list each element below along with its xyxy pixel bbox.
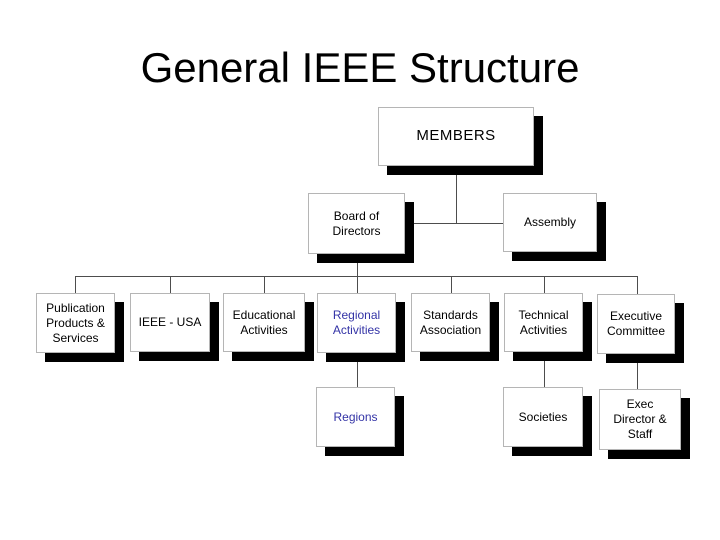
org-node-educational-activities: Educational Activities [223,293,305,352]
org-node-executive-committee: Executive Committee [597,294,675,354]
org-node-members: MEMBERS [378,107,534,166]
slide-title: General IEEE Structure [140,44,580,91]
connector-drop-executive [637,276,638,294]
connector-drop-publication [75,276,76,293]
org-node-societies: Societies [503,387,583,447]
connector-regional-regions [357,353,358,387]
org-node-exec-director-staff: Exec Director & Staff [599,389,681,450]
connector-drop-technical [544,276,545,293]
connector-technical-societies [544,352,545,387]
org-node-regional-activities: Regional Activities [317,293,396,353]
connector-drop-standards [451,276,452,293]
connector-members-down [456,166,457,223]
org-node-board-of-directors: Board of Directors [308,193,405,254]
org-node-publication-products-services: Publication Products & Services [36,293,115,353]
connector-drop-educational [264,276,265,293]
connector-drop-ieee-usa [170,276,171,293]
connector-bus [75,276,637,277]
connector-executive-execdirector [637,354,638,389]
connector-board-assembly [405,223,503,224]
connector-drop-regional [357,276,358,293]
org-node-standards-association: Standards Association [411,293,490,352]
org-node-ieee-usa: IEEE - USA [130,293,210,352]
org-node-technical-activities: Technical Activities [504,293,583,352]
connector-board-down [357,254,358,276]
org-node-regions: Regions [316,387,395,447]
org-node-assembly: Assembly [503,193,597,252]
